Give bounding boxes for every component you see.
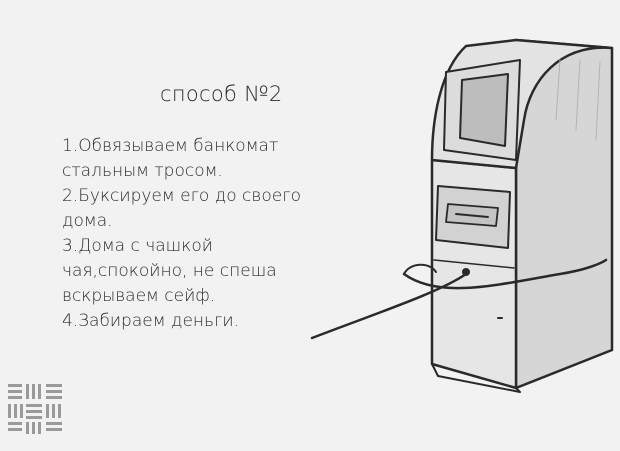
step-line: 3.Дома с чашкой <box>62 236 213 256</box>
cable-loop <box>402 258 608 290</box>
page-title: способ №2 <box>160 82 283 106</box>
step-line: 4.Забираем деньги. <box>62 311 240 331</box>
step-line: стальным тросом. <box>62 161 223 181</box>
tow-cable <box>310 272 468 340</box>
steps-list: 1.Обвязываем банкомат стальным тросом. 2… <box>62 134 342 334</box>
step-line: чая,спокойно, не спеша <box>62 261 277 281</box>
step-line: 1.Обвязываем банкомат <box>62 136 279 156</box>
atm-screen-icon <box>459 73 509 147</box>
step-line: дома. <box>62 211 113 231</box>
step-line: 2.Буксируем его до своего <box>62 186 301 206</box>
grid-logo-icon <box>8 384 62 434</box>
step-line: вскрываем сейф. <box>62 286 216 306</box>
